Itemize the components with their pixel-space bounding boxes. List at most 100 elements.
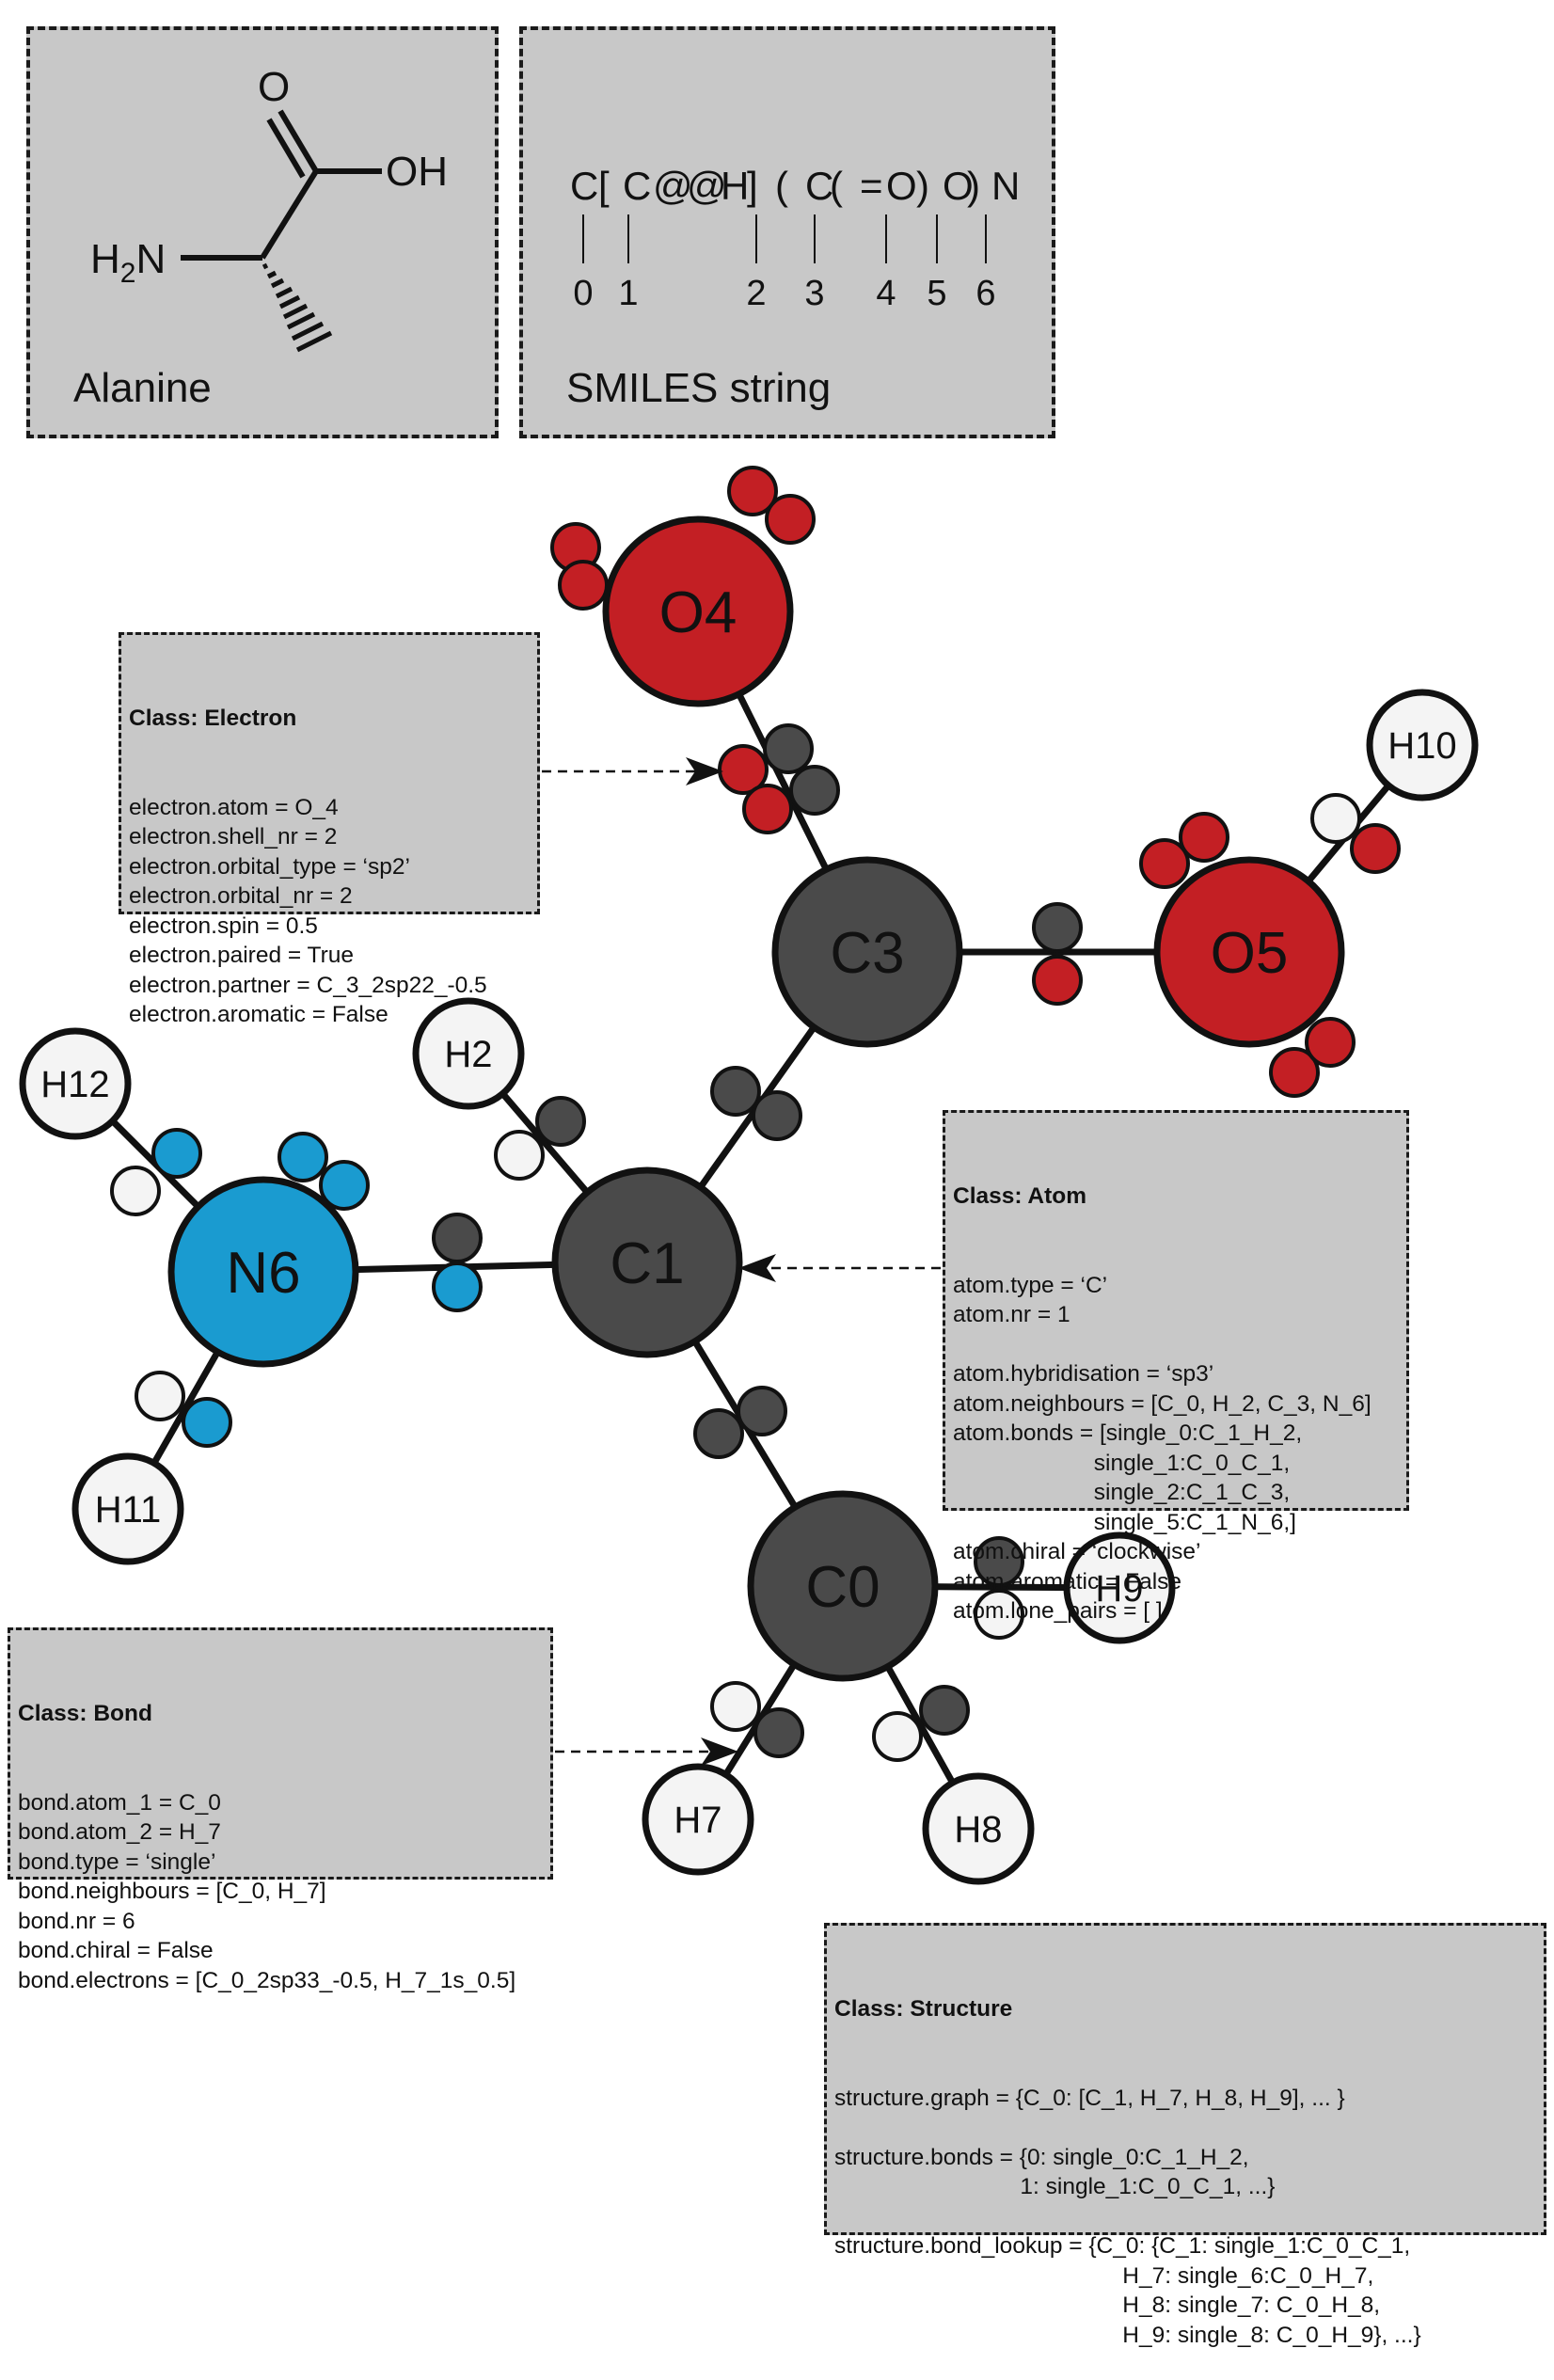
- atom-circle: [71, 1452, 184, 1565]
- electron-marker: [535, 1096, 586, 1147]
- atom-class-title: Class: Atom: [953, 1183, 1087, 1209]
- atom-circle: [167, 1176, 359, 1368]
- atom-line: atom.lone_pairs = [ ]: [953, 1598, 1163, 1624]
- smiles-char: (: [775, 164, 788, 208]
- electron-marker: [974, 1589, 1024, 1640]
- atom-class-lines: atom.type = ‘C’atom.nr = 1 atom.hybridis…: [953, 1271, 1399, 1626]
- smiles-string: C[C@@H](C(=O)O)N: [570, 164, 1020, 208]
- electron-class-title: Class: Electron: [129, 706, 297, 731]
- electron-marker: [742, 784, 793, 834]
- electron-line: electron.aromatic = False: [129, 1002, 388, 1027]
- smiles-char: @: [653, 164, 693, 208]
- smiles-index-ticks: [582, 214, 987, 263]
- bond-line: bond.type = ‘single’: [18, 1848, 216, 1875]
- bond-line: bond.neighbours = [C_0, H_7]: [18, 1879, 326, 1904]
- electron-line: electron.paired = True: [129, 943, 355, 968]
- smiles-char: C: [570, 164, 598, 208]
- electron-marker: [494, 1130, 545, 1181]
- atom-line: [953, 1330, 1399, 1360]
- electron-marker: [974, 1536, 1024, 1587]
- atom-circle: [1153, 856, 1345, 1048]
- electron-marker: [727, 466, 778, 516]
- electron-marker: [1350, 823, 1401, 874]
- smiles-char: C: [623, 164, 651, 208]
- atom-label: C1: [610, 1231, 684, 1296]
- atom-circle: [1366, 689, 1479, 801]
- atom-h8: H8: [922, 1772, 1035, 1885]
- structure-line: [834, 2113, 1536, 2143]
- atom-o4: O4: [602, 516, 794, 707]
- atom-line: atom.type = ‘C’: [953, 1272, 1108, 1298]
- smiles-char: O: [943, 164, 974, 208]
- atom-label: H2: [444, 1034, 492, 1075]
- atom-circle: [922, 1772, 1035, 1885]
- hashed-wedge: [262, 262, 333, 353]
- electron-marker: [278, 1132, 328, 1182]
- atom-label: C0: [805, 1555, 880, 1620]
- electron-marker: [1032, 902, 1083, 953]
- electron-marker: [737, 1386, 787, 1436]
- electron-marker: [135, 1371, 185, 1421]
- carbonyl-oxygen-label: O: [258, 64, 290, 110]
- smiles-char: C: [805, 164, 833, 208]
- electron-marker: [151, 1128, 202, 1179]
- electron-marker: [432, 1261, 483, 1312]
- atom-circle: [747, 1490, 939, 1682]
- electron-marker: [319, 1160, 370, 1211]
- electron-marker: [1139, 838, 1190, 889]
- smiles-char: H: [721, 164, 749, 208]
- atom-line: atom.nr = 1: [953, 1302, 1070, 1327]
- electron-line: electron.atom = O_4: [129, 794, 339, 820]
- atom-c0: C0: [747, 1490, 939, 1682]
- alanine-structure-panel: O OH H2N Alanine: [26, 26, 499, 438]
- structure-class-box: Class: Structure structure.graph = {C_0:…: [824, 1923, 1546, 2348]
- smiles-index: 2: [746, 274, 766, 313]
- electron-marker: [432, 1213, 483, 1263]
- smiles-char: (: [830, 164, 843, 208]
- electron-marker: [558, 560, 609, 611]
- atom-label: H8: [954, 1809, 1002, 1850]
- atom-circle: [412, 997, 525, 1110]
- atom-line: atom.bonds = [single_0:C_1_H_2,: [953, 1420, 1303, 1446]
- atom-h9: H9: [1063, 1531, 1176, 1644]
- bond-line: bond.chiral = False: [18, 1938, 214, 1963]
- smiles-caption: SMILES string: [566, 365, 832, 411]
- smiles-char: @: [687, 164, 727, 208]
- electron-marker: [1179, 812, 1229, 863]
- smiles-index: 3: [804, 274, 824, 313]
- electron-marker: [710, 1066, 761, 1117]
- electron-marker: [872, 1711, 923, 1762]
- electron-marker: [182, 1397, 232, 1448]
- smiles-index: 0: [573, 274, 593, 313]
- atom-circle: [19, 1027, 132, 1140]
- smiles-char: ): [916, 164, 929, 208]
- electron-marker: [763, 723, 814, 774]
- atom-circle: [602, 516, 794, 707]
- electron-line: electron.partner = C_3_2sp22_-0.5: [129, 972, 487, 998]
- structure-line: structure.graph = {C_0: [C_1, H_7, H_8, …: [834, 2085, 1345, 2111]
- smiles-char: [: [598, 164, 610, 208]
- atom-h2: H2: [412, 997, 525, 1110]
- bond-line: bond.nr = 6: [18, 1908, 135, 1934]
- atom-label: H12: [40, 1064, 109, 1105]
- smiles-index: 1: [618, 274, 638, 313]
- electron-line: electron.spin = 0.5: [129, 912, 318, 939]
- atom-label: C3: [830, 921, 904, 986]
- electron-marker: [789, 765, 840, 816]
- atom-label: H7: [674, 1800, 722, 1841]
- electron-marker: [1305, 1017, 1356, 1068]
- smiles-char: =: [860, 164, 883, 208]
- atom-line: single_2:C_1_C_3,: [953, 1480, 1291, 1505]
- atom-c1: C1: [551, 1166, 743, 1358]
- atom-circle: [771, 856, 963, 1048]
- smiles-char: ]: [747, 164, 758, 208]
- electron-line: electron.orbital_type = ‘sp2’: [129, 853, 410, 880]
- smiles-char: O: [886, 164, 917, 208]
- amine-label: H2N: [90, 236, 166, 289]
- atom-class-box: Class: Atom atom.type = ‘C’ atom.nr = 1 a…: [943, 1110, 1409, 1624]
